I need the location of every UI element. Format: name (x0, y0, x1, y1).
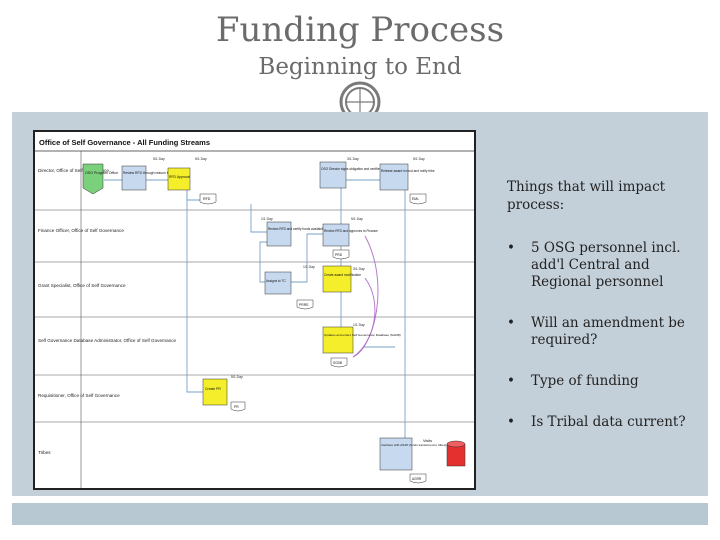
node-label: OSG Program Office (85, 171, 118, 175)
slide-title: Funding Process (215, 10, 505, 50)
sgdb-document (330, 357, 348, 368)
doc-label: PR (234, 405, 239, 409)
doc-label: PRRS (299, 303, 309, 307)
node-label: Updates and enters Self Governance Datab… (324, 333, 401, 337)
rfd-approve-node (167, 167, 191, 191)
doc-label: RFD (203, 197, 211, 201)
agrr-document (409, 473, 427, 484)
create-award-node (322, 265, 352, 293)
lane-label: Grant Specialist, Office of Self Governa… (38, 283, 126, 288)
rfd-document (199, 193, 217, 205)
node-label: Assigns to TC (266, 279, 286, 283)
flowchart-image: Office of Self Governance - All Funding … (33, 130, 476, 490)
node-label: Review RFD through reason for review (123, 171, 182, 175)
impact-bullet: 5 OSG personnel incl. add'l Central and … (493, 240, 703, 291)
prrs-document (296, 299, 314, 310)
day-label: 5/1 Day (413, 157, 425, 161)
review-availability-node (266, 221, 292, 247)
doc-label: SGDB (333, 361, 342, 365)
node-label: RFD Approval (169, 175, 190, 179)
lane-label: Finance Officer, Office of Self Governan… (38, 228, 124, 233)
lane-label: Director, Office of Self Governance (38, 168, 109, 173)
slide-subtitle: Beginning to End (258, 54, 462, 80)
node-label: Review RFD and approves to Finance (324, 229, 378, 233)
osg-program-office-node (82, 163, 104, 195)
review-rfd-node (121, 165, 147, 191)
node-label: Interface with ASAP (funds transferred t… (381, 443, 446, 447)
impact-heading: Things that will impact process: (507, 179, 666, 213)
day-label: 3/1 Day (353, 267, 365, 271)
doc-label: AGRR (412, 477, 422, 481)
impact-bullet: Is Tribal data current? (493, 414, 703, 431)
visits-label: Visits (423, 439, 432, 443)
impact-bullet: Type of funding (493, 373, 703, 390)
day-label: 1/1 Day (303, 265, 315, 269)
impact-textbox: Things that will impact process: 5 OSG p… (493, 178, 703, 455)
day-label: 5/1 Day (195, 157, 207, 161)
node-label: Create PR (205, 387, 221, 391)
eml-document (409, 193, 427, 205)
release-award-node (379, 163, 409, 191)
prd-document (332, 249, 350, 260)
update-db-node (322, 326, 354, 354)
day-label: 5/1 Day (153, 157, 165, 161)
review-rfd-signed-node (322, 223, 350, 247)
day-label: 1/1 Day (353, 323, 365, 327)
day-label: 5/1 Day (231, 375, 243, 379)
create-pr-node (202, 378, 228, 406)
flowchart-title: Office of Self Governance - All Funding … (39, 138, 210, 147)
doc-label: PRD (335, 253, 343, 257)
footer-bar (12, 503, 708, 525)
interface-asap-node (379, 437, 413, 471)
day-label: 3/1 Day (347, 157, 359, 161)
node-label: Release award in mod and notify tribe (381, 169, 435, 173)
loop-lines (352, 235, 379, 358)
day-label: 5/1 Day (351, 217, 363, 221)
lane-label: Requisitioner, Office of Self Governance (38, 393, 120, 398)
lane-label: Tribes (38, 450, 51, 455)
day-label: 1/1 Day (261, 217, 273, 221)
impact-bullet: Will an amendment be required? (493, 315, 703, 349)
sign-obligation-node (319, 161, 347, 189)
flowchart-diagram: Office of Self Governance - All Funding … (35, 138, 474, 488)
lane-label: Self Governance Database Administrator, … (38, 338, 177, 343)
circle-emblem-icon (339, 81, 381, 123)
assign-tc-node (264, 271, 292, 295)
doc-label: EML (412, 197, 419, 201)
node-label: Create award modification (324, 273, 361, 277)
database-icon (446, 440, 466, 467)
node-label: Review RFD and certify funds availabilit… (268, 227, 326, 231)
pr-document (230, 401, 246, 412)
node-label: OSG Director signs obligation and certif… (321, 167, 381, 171)
